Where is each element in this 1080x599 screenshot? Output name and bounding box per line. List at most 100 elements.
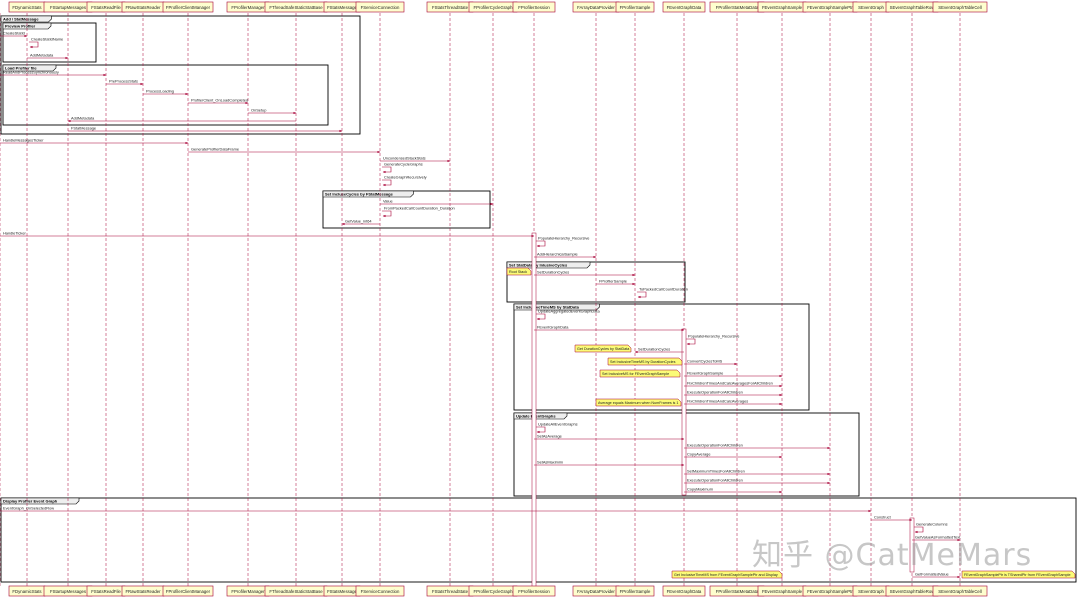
message-label: ToPackedCallCountDuration <box>639 287 688 292</box>
message-label: FStatMessage <box>71 126 96 131</box>
participant-label: FEventGraphData <box>667 5 702 10</box>
participant-box <box>932 1 988 13</box>
message-label: SetAsAverage <box>537 434 562 439</box>
participant-label: FDynamicStats <box>12 589 41 594</box>
participant-label: SEventGraph <box>858 5 884 10</box>
message-label: PopulateHierarchy_Recursive <box>538 236 589 241</box>
participant-label: FStartupMessages <box>50 589 86 594</box>
group-label-tab <box>506 261 591 269</box>
message-label: FromPackedCallCountDuration_Duration <box>384 206 455 211</box>
participant-label: FStatsMessage <box>327 589 357 594</box>
message-label: Construct <box>874 515 892 520</box>
self-message-arrow <box>914 526 924 534</box>
message-label: SetMaximumTimesForAllChildren <box>687 469 745 474</box>
group-frame <box>506 261 686 303</box>
note-text: FEventGraphSamplePtr is TSharedPtr from … <box>964 573 1071 577</box>
participant-label: FProfilerManager <box>231 589 265 594</box>
message-label: UncondensedStackStats <box>383 156 426 161</box>
self-message-arrow <box>637 291 647 299</box>
participant-label: SEventGraphTableRow <box>890 5 936 10</box>
group-label: Set InclusiveTimeMS by StatData <box>516 305 580 310</box>
participant-label: FProfilerManager <box>231 5 265 10</box>
group-label: Set StatData by InlusiveCycles <box>509 263 568 268</box>
group-label: Add / StatMessage <box>3 17 39 22</box>
participant-label: FArrayDataProvider <box>577 589 615 594</box>
participant-label: FStatsMessage <box>327 5 357 10</box>
participant-box <box>615 585 655 597</box>
participant-label: FProfilerStatMetaData <box>716 5 759 10</box>
note-box <box>506 267 532 276</box>
participant-label: FThreadSafeStaticStatBase <box>269 589 323 594</box>
note-box <box>599 369 681 378</box>
participant-box <box>162 1 214 13</box>
self-message-arrow <box>382 166 392 174</box>
message-label: AddMetadata <box>30 53 54 58</box>
participant-box <box>615 1 655 13</box>
participant-label: FStartupMessages <box>50 5 86 10</box>
message-label: GetValueAsFormattedText <box>915 535 961 540</box>
participant-label: FProfilerSession <box>518 589 550 594</box>
message-label: Value <box>383 199 393 204</box>
message-label: AddHierarchicalSample <box>537 252 578 257</box>
group-frame <box>0 497 1077 583</box>
group-label: Set IncluseCycles by FStatMessage <box>325 192 394 197</box>
participant-label: FProfilerClientManager <box>166 5 211 10</box>
self-message-arrow <box>686 338 696 346</box>
message-label: FEventGraphData <box>537 325 569 330</box>
participant-label: FThreadSafeStaticStatBase <box>269 5 323 10</box>
note-text: Average equals Maximum when NumFrames is… <box>598 401 678 405</box>
group-label: Display Profiler Event Graph <box>3 499 58 504</box>
participant-label: FStatsThreadState <box>432 589 469 594</box>
activation-bar <box>681 328 687 496</box>
participant-box <box>512 1 556 13</box>
participant-label: FStatsReadFile <box>91 589 121 594</box>
message-label: GetFormattedValue <box>915 572 949 577</box>
message-label: ReadAndProcessSynchronously <box>3 70 59 75</box>
participant-label: FServiceConnection <box>361 5 400 10</box>
participant-label: FServiceConnection <box>361 589 400 594</box>
message-label: CreateStatIdName <box>31 37 63 42</box>
self-message-arrow <box>382 210 392 218</box>
participant-heads: FDynamicStatsFDynamicStatsFStartupMessag… <box>8 1 988 597</box>
note-box <box>607 357 683 366</box>
message-label: SetAsMaximim <box>537 460 563 465</box>
participant-label: SEventGraphTableCell <box>938 5 982 10</box>
participant-label: SEventGraphTableCell <box>938 589 982 594</box>
group-label-tab <box>0 497 80 505</box>
message-label: CreateStatId <box>3 31 25 36</box>
lifelines-layer <box>0 13 961 588</box>
participant-box <box>512 585 556 597</box>
message-label: OnSetup <box>251 108 266 113</box>
note-box <box>961 570 1076 579</box>
message-label: GetValue_int64 <box>345 219 372 224</box>
message-label: FEventGraphSample <box>687 371 723 376</box>
message-label: AddMetadata <box>71 116 95 121</box>
message-label: HandleMessagesTicker <box>3 138 44 143</box>
participant-box <box>662 585 706 597</box>
group-label-tab <box>0 15 52 23</box>
participant-label: FProfilerCycleGraph <box>474 5 514 10</box>
participant-box <box>662 1 706 13</box>
note-box <box>574 344 632 353</box>
participant-label: SEventGraph <box>858 589 884 594</box>
group-label: Preview Profiler <box>5 24 36 29</box>
message-label: GenerateCycleGraphs <box>384 162 423 167</box>
participant-label: FRawStatsReader <box>125 5 161 10</box>
message-label: CreateGraphRecursively <box>384 175 427 180</box>
participant-label: FStatsReadFile <box>91 5 121 10</box>
note-box <box>595 398 682 407</box>
participant-label: FEventGraphSamplePtr <box>807 5 853 10</box>
message-label: PreProcessStats <box>109 79 138 84</box>
self-message-arrow <box>536 426 546 434</box>
participant-label: FProfilerSession <box>518 5 550 10</box>
message-label: FixChildrenTimesAndCalcAverages <box>687 399 748 404</box>
message-label: SetDurationCycles <box>638 347 670 352</box>
message-label: GenerateProfilerDataFrame <box>191 147 239 152</box>
participant-label: FProfilerStatMetaData <box>716 589 759 594</box>
message-label: ExecuteOperationForAllChildren <box>687 390 743 395</box>
message-label: SetDurationCycles <box>537 270 569 275</box>
note-text: Get DurationCycles by StatData <box>577 347 630 351</box>
note-text: Set InclusiveTimeMS by DurationCycles <box>610 360 676 364</box>
